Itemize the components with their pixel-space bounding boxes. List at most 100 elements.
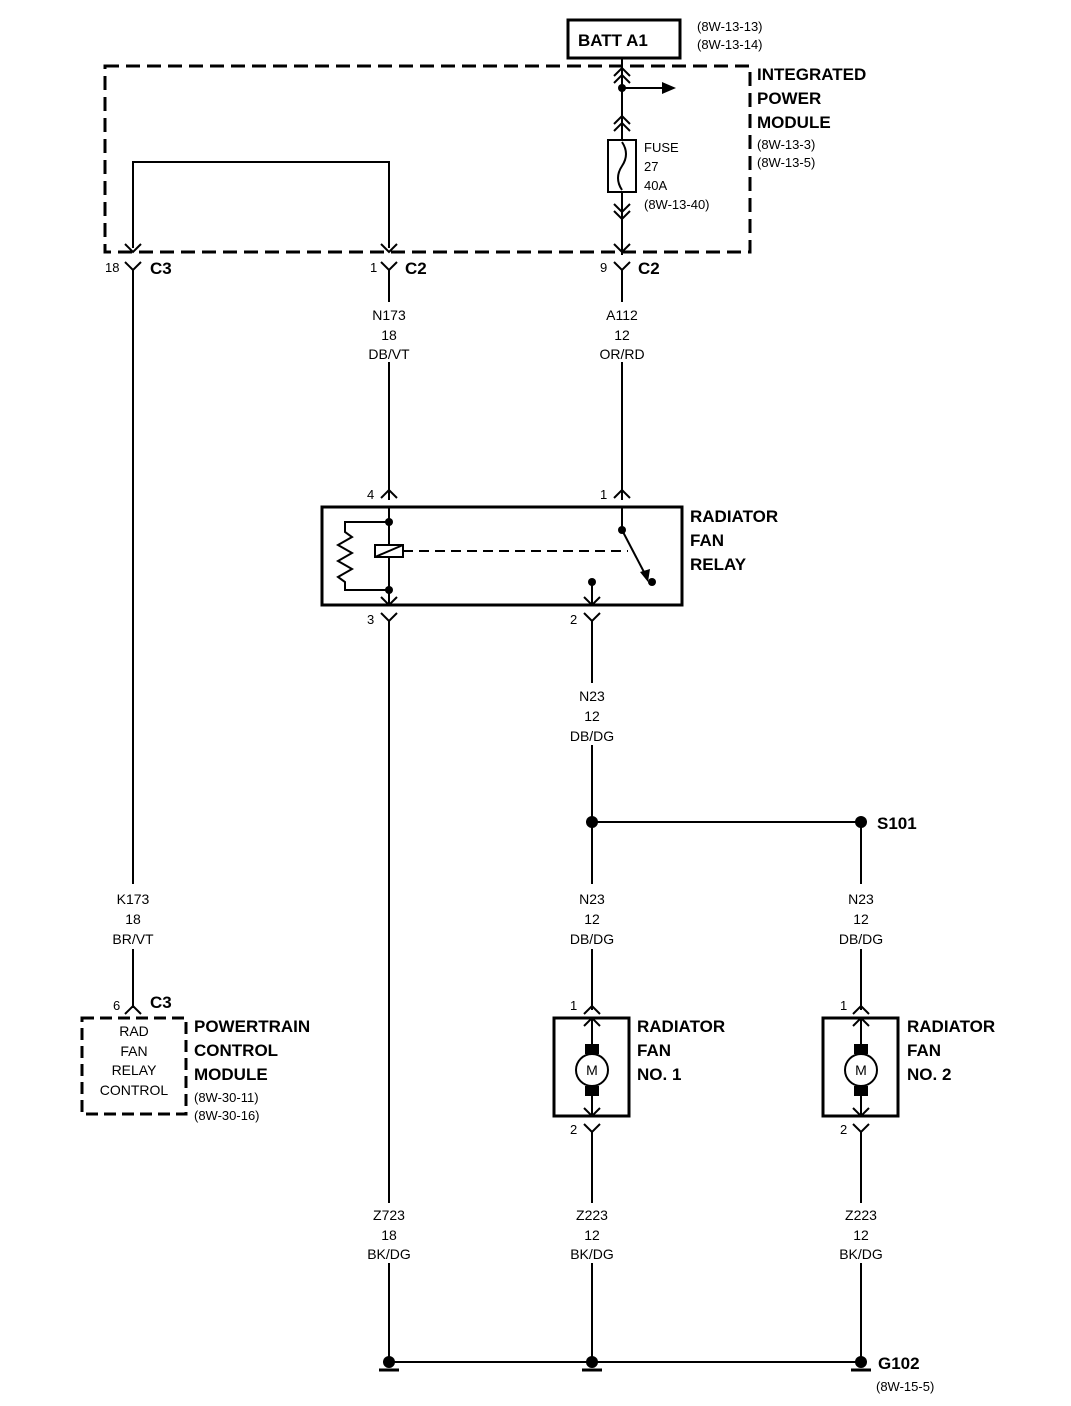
fan2-title-2: FAN [907, 1041, 941, 1060]
wire-n23-relay: N23 12 DB/DG [570, 621, 614, 822]
n23-fan1-gauge: 12 [584, 911, 600, 927]
k173-color: BR/VT [112, 931, 154, 947]
n23-fan2-circuit: N23 [848, 891, 874, 907]
pcm-pin: 6 [113, 998, 120, 1013]
fan1-pin-top: 1 [570, 998, 577, 1013]
n173-color: DB/VT [368, 346, 410, 362]
powertrain-control-module: 6 C3 RAD FAN RELAY CONTROL POWERTRAIN CO… [80, 993, 310, 1123]
relay-connector-3: 3 [367, 612, 398, 627]
ground-g102: G102 (8W-15-5) [379, 1354, 934, 1394]
z223-fan2-gauge: 12 [853, 1227, 869, 1243]
relay-title-2: FAN [690, 531, 724, 550]
radiator-fan-1: 1 M 2 RADIATOR FAN NO. 1 [552, 998, 725, 1137]
a112-circuit: A112 [606, 307, 638, 323]
ipm-ref-1: (8W-13-3) [757, 137, 815, 152]
z223-fan1-color: BK/DG [570, 1246, 614, 1262]
splice-label: S101 [877, 814, 917, 833]
fuse-rating: 40A [644, 178, 667, 193]
n23-fan1-circuit: N23 [579, 891, 605, 907]
fan2-title-1: RADIATOR [907, 1017, 995, 1036]
z223-fan2-color: BK/DG [839, 1246, 883, 1262]
relay-title-1: RADIATOR [690, 507, 778, 526]
batt-a1-block: BATT A1 (8W-13-13) (8W-13-14) [566, 18, 763, 60]
wire-n23-fan2: N23 12 DB/DG [839, 822, 883, 1010]
relay-pin-4: 4 [367, 487, 374, 502]
ipm-c2-pin-9: 9 [600, 260, 607, 275]
n173-gauge: 18 [381, 327, 397, 343]
relay-pin-3: 3 [367, 612, 374, 627]
ipm-connector-c2-1: 1 C2 [370, 243, 427, 278]
z223-fan1-circuit: Z223 [576, 1207, 608, 1223]
pcm-connector: C3 [150, 993, 172, 1012]
wire-z723: Z723 18 BK/DG [367, 621, 411, 1362]
n23-fan2-color: DB/DG [839, 931, 883, 947]
z723-gauge: 18 [381, 1227, 397, 1243]
ipm-c2-name-9: C2 [638, 259, 660, 278]
ipm-title-3: MODULE [757, 113, 831, 132]
ipm-c3-pin: 18 [105, 260, 119, 275]
wire-a112: A112 12 OR/RD [599, 270, 645, 500]
z723-circuit: Z723 [373, 1207, 405, 1223]
ipm-connector-c3-18: 18 C3 [105, 243, 172, 278]
fan2-pin-bottom: 2 [840, 1122, 847, 1137]
relay-pin-1: 1 [600, 487, 607, 502]
wire-z223-fan2: Z223 12 BK/DG [839, 1132, 883, 1362]
pcm-title-2: CONTROL [194, 1041, 278, 1060]
fan2-motor-symbol: M [855, 1062, 867, 1078]
fuse-feed: FUSE 27 40A (8W-13-40) [607, 58, 710, 255]
pcm-inner-4: CONTROL [100, 1082, 169, 1098]
pcm-inner-1: RAD [119, 1023, 149, 1039]
integrated-power-module: INTEGRATED POWER MODULE (8W-13-3) (8W-13… [103, 64, 866, 254]
fan1-title-1: RADIATOR [637, 1017, 725, 1036]
z223-fan1-gauge: 12 [584, 1227, 600, 1243]
fan2-title-3: NO. 2 [907, 1065, 951, 1084]
fuse-ref: (8W-13-40) [644, 197, 710, 212]
ipm-connector-c2-9: 9 C2 [600, 243, 660, 278]
z723-color: BK/DG [367, 1246, 411, 1262]
a112-color: OR/RD [599, 346, 644, 362]
pcm-inner-3: RELAY [112, 1062, 158, 1078]
pcm-title-1: POWERTRAIN [194, 1017, 310, 1036]
n23-fan1-color: DB/DG [570, 931, 614, 947]
n23-relay-color: DB/DG [570, 728, 614, 744]
n23-relay-gauge: 12 [584, 708, 600, 724]
radiator-fan-2: 1 M 2 RADIATOR FAN NO. 2 [821, 998, 995, 1137]
ipm-title-2: POWER [757, 89, 821, 108]
wire-n173: N173 18 DB/VT [368, 270, 410, 500]
batt-ref-1: (8W-13-13) [697, 19, 763, 34]
ground-ref: (8W-15-5) [876, 1379, 934, 1394]
relay-title-3: RELAY [690, 555, 747, 574]
ipm-ref-2: (8W-13-5) [757, 155, 815, 170]
pcm-title-3: MODULE [194, 1065, 268, 1084]
relay-pin-2: 2 [570, 612, 577, 627]
n23-relay-circuit: N23 [579, 688, 605, 704]
n23-fan2-gauge: 12 [853, 911, 869, 927]
radiator-fan-relay: RADIATOR FAN RELAY 4 1 [320, 487, 778, 607]
splice-s101: S101 [586, 814, 917, 833]
pcm-ref-1: (8W-30-11) [194, 1090, 259, 1105]
k173-gauge: 18 [125, 911, 141, 927]
ipm-c3-name: C3 [150, 259, 172, 278]
k173-circuit: K173 [117, 891, 150, 907]
pcm-ref-2: (8W-30-16) [194, 1108, 260, 1123]
ground-label: G102 [878, 1354, 920, 1373]
ipm-internal-wire [132, 161, 390, 248]
fan1-motor-symbol: M [586, 1062, 598, 1078]
wire-n23-fan1: N23 12 DB/DG [570, 822, 614, 1010]
ipm-c2-name-1: C2 [405, 259, 427, 278]
ipm-title-1: INTEGRATED [757, 65, 866, 84]
wire-k173: K173 18 BR/VT [112, 270, 154, 1008]
wire-z223-fan1: Z223 12 BK/DG [570, 1132, 614, 1362]
fan1-title-2: FAN [637, 1041, 671, 1060]
fan1-pin-bottom: 2 [570, 1122, 577, 1137]
relay-connector-2: 2 [570, 612, 601, 627]
fuse-label: FUSE [644, 140, 679, 155]
pcm-inner-2: FAN [120, 1043, 147, 1059]
z223-fan2-circuit: Z223 [845, 1207, 877, 1223]
fuse-body [607, 139, 637, 193]
batt-ref-2: (8W-13-14) [697, 37, 763, 52]
fan1-title-3: NO. 1 [637, 1065, 681, 1084]
fuse-number: 27 [644, 159, 658, 174]
ipm-c2-pin-1: 1 [370, 260, 377, 275]
